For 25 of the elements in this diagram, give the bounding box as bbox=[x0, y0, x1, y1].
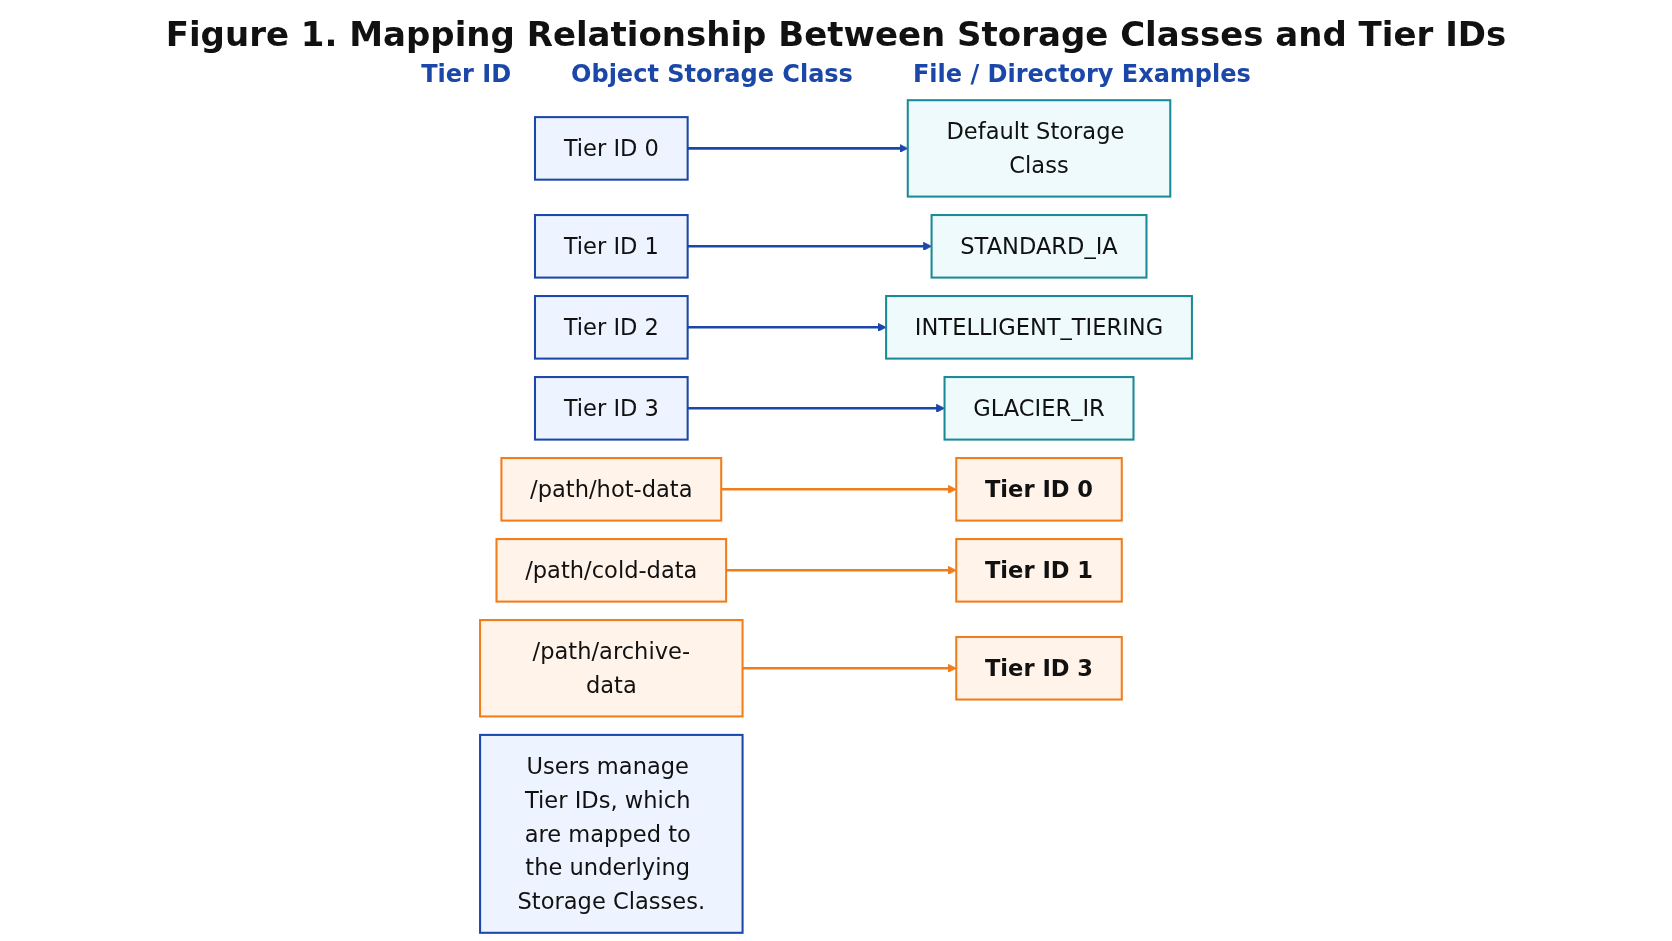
node-box: /path/hot-data bbox=[500, 457, 723, 522]
node-box: /path/cold-data bbox=[495, 538, 728, 603]
node-box: Tier ID 3 bbox=[955, 635, 1123, 701]
node-box: STANDARD_IA bbox=[930, 214, 1148, 279]
arrow bbox=[742, 663, 957, 673]
node-box: Default Storage Class bbox=[906, 99, 1172, 198]
arrow bbox=[687, 403, 945, 413]
arrow bbox=[687, 322, 887, 332]
column-heading: File / Directory Examples bbox=[912, 60, 1251, 88]
column-heading: Tier ID bbox=[421, 60, 512, 88]
node-box: /path/archive-data bbox=[479, 619, 744, 718]
node-box: INTELLIGENT_TIERING bbox=[885, 295, 1193, 360]
column-heading: Object Storage Class bbox=[571, 60, 853, 88]
arrow bbox=[687, 241, 932, 251]
node-box: Tier ID 2 bbox=[533, 295, 689, 360]
arrow bbox=[726, 565, 957, 575]
arrow bbox=[721, 484, 957, 494]
node-box: Tier ID 0 bbox=[533, 116, 689, 181]
node-box: GLACIER_IR bbox=[943, 376, 1135, 441]
node-box: Tier ID 0 bbox=[955, 457, 1123, 522]
node-box: Tier ID 3 bbox=[533, 376, 689, 441]
node-box: Tier ID 1 bbox=[955, 538, 1123, 603]
node-box: Tier ID 1 bbox=[533, 214, 689, 279]
title: Figure 1. Mapping Relationship Between Storage Classes and Tier IDs bbox=[165, 14, 1507, 54]
node-box: Users manage Tier IDs, which are mapped to the underlying Storage Classes. bbox=[479, 733, 744, 934]
